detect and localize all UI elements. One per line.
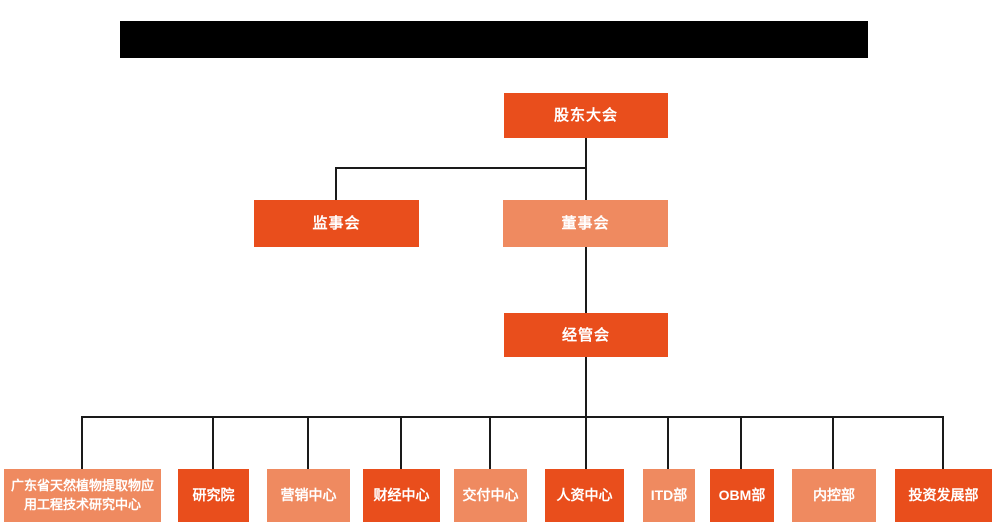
connector-drop-itd bbox=[667, 416, 669, 469]
connector-drop-marketing bbox=[307, 416, 309, 469]
redacted-title-bar bbox=[120, 21, 868, 58]
connector-drop-research bbox=[212, 416, 214, 469]
connector-root-down bbox=[585, 138, 587, 201]
connector-drop-internal-control bbox=[832, 416, 834, 469]
connector-drop-obm bbox=[740, 416, 742, 469]
org-node-research-institute: 研究院 bbox=[178, 469, 249, 522]
connector-drop-gd-center bbox=[81, 416, 83, 469]
org-node-management-committee: 经管会 bbox=[504, 313, 668, 357]
org-node-finance-center: 财经中心 bbox=[363, 469, 440, 522]
connector-drop-delivery bbox=[489, 416, 491, 469]
connector-drop-finance bbox=[400, 416, 402, 469]
org-node-board-of-directors: 董事会 bbox=[503, 200, 668, 247]
org-node-delivery-center: 交付中心 bbox=[454, 469, 527, 522]
connector-supervisory-drop bbox=[335, 167, 337, 201]
org-node-supervisory-board: 监事会 bbox=[254, 200, 419, 247]
org-node-internal-control-department: 内控部 bbox=[792, 469, 876, 522]
connector-level2-branch bbox=[335, 167, 587, 169]
org-node-hr-center: 人资中心 bbox=[545, 469, 624, 522]
connector-board-to-mgmt bbox=[585, 247, 587, 313]
org-node-itd-department: ITD部 bbox=[643, 469, 695, 522]
org-node-gd-plant-extract-research-center: 广东省天然植物提取物应用工程技术研究中心 bbox=[4, 469, 161, 522]
connector-drop-investment bbox=[942, 416, 944, 469]
connector-mgmt-to-rail bbox=[585, 357, 587, 469]
connector-bottom-rail bbox=[82, 416, 944, 418]
org-node-obm-department: OBM部 bbox=[710, 469, 774, 522]
org-node-shareholders-meeting: 股东大会 bbox=[504, 93, 668, 138]
org-node-marketing-center: 营销中心 bbox=[267, 469, 350, 522]
org-node-investment-development-department: 投资发展部 bbox=[895, 469, 992, 522]
